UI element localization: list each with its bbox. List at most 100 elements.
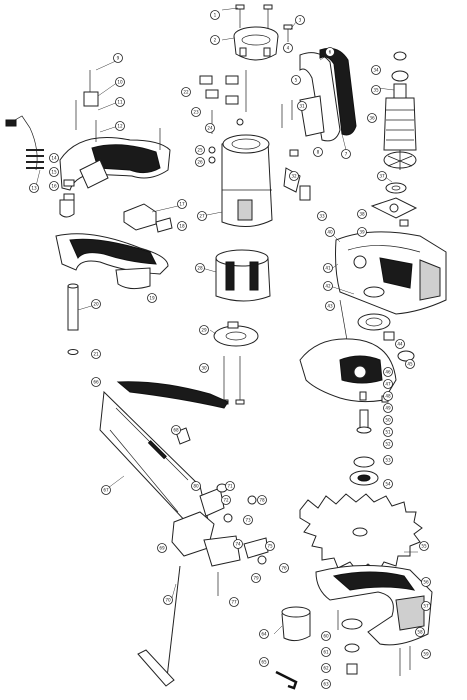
upper-blade-guard [299,338,397,403]
svg-text:16: 16 [51,184,57,189]
svg-text:33: 33 [319,214,325,219]
svg-text:80: 80 [193,484,199,489]
callout-4: 4 [283,43,293,53]
callout-57: 57 [421,601,431,611]
svg-text:5: 5 [295,78,298,83]
callout-41: 41 [323,263,333,273]
callout-73: 73 [243,515,253,525]
callout-66: 66 [91,377,101,387]
callout-78: 78 [257,495,267,505]
svg-text:30: 30 [201,366,207,371]
power-cord [5,115,44,171]
svg-text:46: 46 [385,370,391,375]
svg-text:6: 6 [329,50,332,55]
svg-text:41: 41 [325,266,331,271]
callout-52: 52 [383,439,393,449]
svg-text:52: 52 [385,442,391,447]
svg-text:25: 25 [197,148,203,153]
callout-15: 15 [49,167,59,177]
svg-text:17: 17 [179,202,185,207]
rip-fence [137,565,181,687]
callout-64: 64 [259,629,269,639]
svg-text:36: 36 [369,116,375,121]
gear-housing [335,231,447,315]
svg-text:63: 63 [323,682,329,687]
svg-text:3: 3 [299,18,302,23]
svg-text:14: 14 [51,156,57,161]
callout-26: 26 [195,157,205,167]
svg-text:44: 44 [397,342,403,347]
callout-62: 62 [321,663,331,673]
svg-text:27: 27 [199,214,205,219]
callout-19: 19 [147,293,157,303]
svg-text:71: 71 [227,484,233,489]
svg-text:35: 35 [373,88,379,93]
svg-text:11: 11 [117,100,123,105]
svg-text:68: 68 [173,428,179,433]
svg-text:42: 42 [325,284,331,289]
side-handle-strip [299,47,357,142]
svg-text:58: 58 [417,630,423,635]
callout-27: 27 [197,211,207,221]
callout-37: 37 [377,171,387,181]
callout-80: 80 [191,481,201,491]
svg-text:64: 64 [261,632,267,637]
svg-text:4: 4 [287,46,290,51]
callout-53: 53 [383,455,393,465]
svg-text:60: 60 [323,634,329,639]
callout-51: 51 [383,427,393,437]
svg-text:59: 59 [423,652,429,657]
svg-text:32: 32 [291,174,297,179]
callout-bubbles: 1 2 3 4 5 6 7 8 9 10 11 12 13 14 15 16 1… [29,10,431,689]
callout-67: 67 [101,485,111,495]
callout-12: 12 [115,121,125,131]
callout-50: 50 [383,415,393,425]
callout-70: 70 [163,595,173,605]
callout-10: 10 [115,77,125,87]
callout-74: 74 [233,539,243,549]
spindle-parts [349,391,389,486]
callout-30: 30 [199,363,209,373]
svg-text:31: 31 [299,104,305,109]
callout-23: 23 [191,107,201,117]
lower-handle [55,233,169,355]
svg-text:13: 13 [31,186,37,191]
svg-text:49: 49 [385,406,391,411]
svg-text:18: 18 [179,224,185,229]
dust-adapter [281,606,311,642]
svg-text:39: 39 [359,230,365,235]
svg-text:70: 70 [165,598,171,603]
fan-baffle [213,321,259,347]
callout-55: 55 [419,541,429,551]
callout-2: 2 [210,35,220,45]
callout-72: 72 [221,495,231,505]
callout-21: 21 [91,349,101,359]
callout-11: 11 [115,97,125,107]
svg-text:1: 1 [214,13,217,18]
callout-14: 14 [49,153,59,163]
svg-text:38: 38 [359,212,365,217]
callout-43: 43 [325,301,335,311]
svg-text:66: 66 [93,380,99,385]
callout-48: 48 [383,391,393,401]
callout-38: 38 [357,209,367,219]
stator [215,249,271,302]
callout-13: 13 [29,183,39,193]
callout-54: 54 [383,479,393,489]
svg-text:79: 79 [253,576,259,581]
svg-text:24: 24 [207,126,213,131]
svg-text:9: 9 [117,56,120,61]
callout-34: 34 [371,65,381,75]
callout-7: 7 [341,149,351,159]
callout-63: 63 [321,679,331,689]
callout-8: 8 [313,147,323,157]
callout-24: 24 [205,123,215,133]
svg-text:23: 23 [193,110,199,115]
svg-text:48: 48 [385,394,391,399]
callout-77: 77 [229,597,239,607]
callout-76: 76 [279,563,289,573]
callout-39: 39 [357,227,367,237]
lower-blade-guard [315,565,433,646]
svg-text:61: 61 [323,650,329,655]
